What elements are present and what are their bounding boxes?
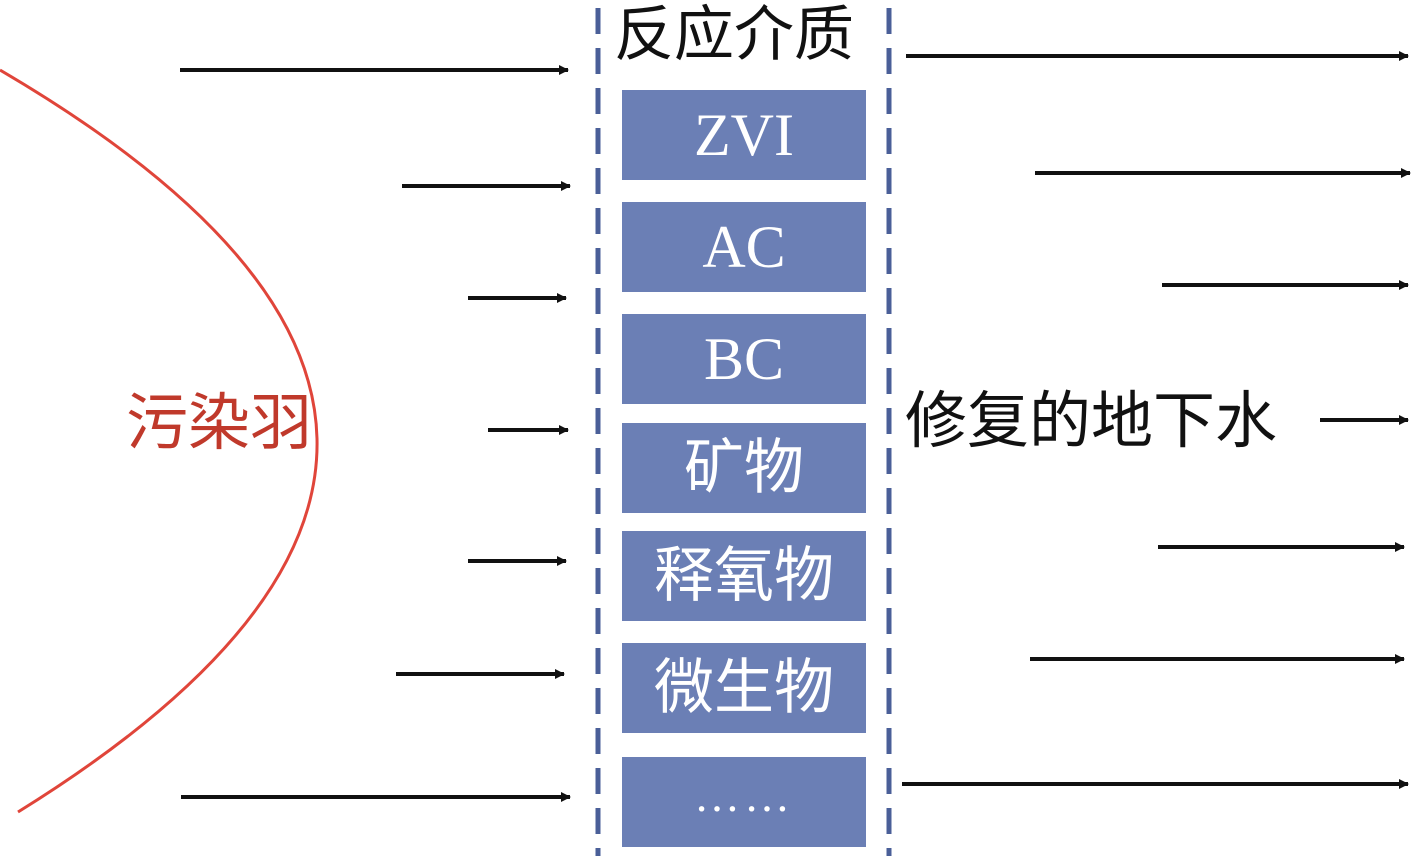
outflow-arrows	[902, 51, 1411, 789]
plume-label: 污染羽	[126, 386, 313, 459]
medium-box-more: ……	[622, 757, 866, 847]
remediated-groundwater-label: 修复的地下水	[905, 384, 1278, 457]
medium-box-bc: BC	[622, 314, 866, 404]
medium-box-microbe: 微生物	[622, 643, 866, 733]
medium-label-ellipsis: ……	[694, 770, 794, 821]
medium-label: BC	[703, 326, 785, 392]
inflow-arrows	[180, 65, 571, 802]
medium-label: 微生物	[654, 655, 834, 721]
medium-label: 矿物	[684, 435, 804, 501]
medium-box-oxygen-release: 释氧物	[622, 531, 866, 621]
plume-curve	[0, 68, 319, 814]
medium-label: AC	[702, 214, 786, 280]
medium-label: 释氧物	[654, 543, 834, 609]
reactive-medium-label: 反应介质	[614, 0, 854, 70]
medium-box-zvi: ZVI	[622, 90, 866, 180]
medium-box-mineral: 矿物	[622, 423, 866, 513]
medium-label: ZVI	[694, 102, 794, 168]
medium-box-ac: AC	[622, 202, 866, 292]
